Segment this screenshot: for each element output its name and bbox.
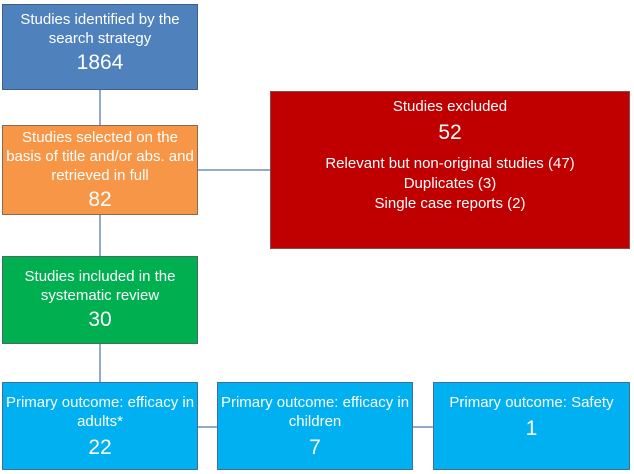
included-label: Studies included in the systematic revie… <box>24 268 176 304</box>
outcome-adults-label: Primary outcome: efficacy in adults* <box>5 394 195 430</box>
excluded-box: Studies excluded 52 Relevant but non-ori… <box>270 91 630 249</box>
excluded-reason: Single case reports (2) <box>374 195 526 212</box>
identified-label: Studies identified by the search strateg… <box>20 11 180 47</box>
selected-label: Studies selected on the basis of title a… <box>6 128 194 184</box>
selected-count: 82 <box>88 187 112 211</box>
outcome-adults-box: Primary outcome: efficacy in adults* 22 <box>2 382 198 470</box>
excluded-count: 52 <box>438 121 462 144</box>
excluded-reasons: Relevant but non-original studies (47) D… <box>325 154 574 214</box>
outcome-safety-label: Primary outcome: Safety <box>449 394 614 411</box>
outcome-safety-count: 1 <box>525 417 538 440</box>
selected-box: Studies selected on the basis of title a… <box>2 125 198 215</box>
excluded-reason: Duplicates (3) <box>403 175 497 192</box>
outcome-children-box: Primary outcome: efficacy in children 7 <box>217 382 413 470</box>
included-box: Studies included in the systematic revie… <box>2 256 198 344</box>
excluded-reason: Relevant but non-original studies (47) <box>325 155 575 172</box>
excluded-label: Studies excluded <box>392 98 508 115</box>
outcome-children-label: Primary outcome: efficacy in children <box>220 394 410 430</box>
identified-count: 1864 <box>76 51 124 74</box>
outcome-children-count: 7 <box>309 436 321 459</box>
outcome-safety-box: Primary outcome: Safety 1 <box>433 382 630 470</box>
included-count: 30 <box>88 308 112 331</box>
identified-box: Studies identified by the search strateg… <box>2 4 198 90</box>
outcome-adults-count: 22 <box>88 436 112 459</box>
